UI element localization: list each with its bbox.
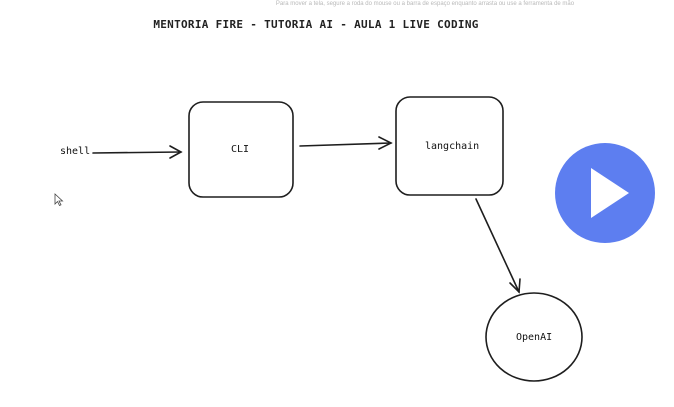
board-title: MENTORIA FIRE - TUTORIA AI - AULA 1 LIVE… (153, 18, 479, 31)
langchain-label: langchain (425, 141, 480, 152)
arrow-cli-to-langchain[interactable] (299, 136, 393, 150)
openai-ellipse[interactable] (485, 292, 583, 382)
canvas-hint-text: Para mover a tela, segure a roda do mous… (275, 1, 575, 7)
cli-label: CLI (231, 144, 250, 155)
mouse-cursor-icon (54, 193, 64, 207)
shell-label: shell (60, 146, 91, 157)
arrow-langchain-to-openai[interactable] (475, 198, 521, 294)
arrow-shell-to-cli[interactable] (92, 145, 183, 159)
video-play-button[interactable] (555, 143, 655, 243)
langchain-box[interactable] (395, 96, 504, 196)
openai-label: OpenAI (516, 332, 553, 343)
cli-box[interactable] (188, 101, 294, 198)
play-icon (591, 168, 629, 218)
